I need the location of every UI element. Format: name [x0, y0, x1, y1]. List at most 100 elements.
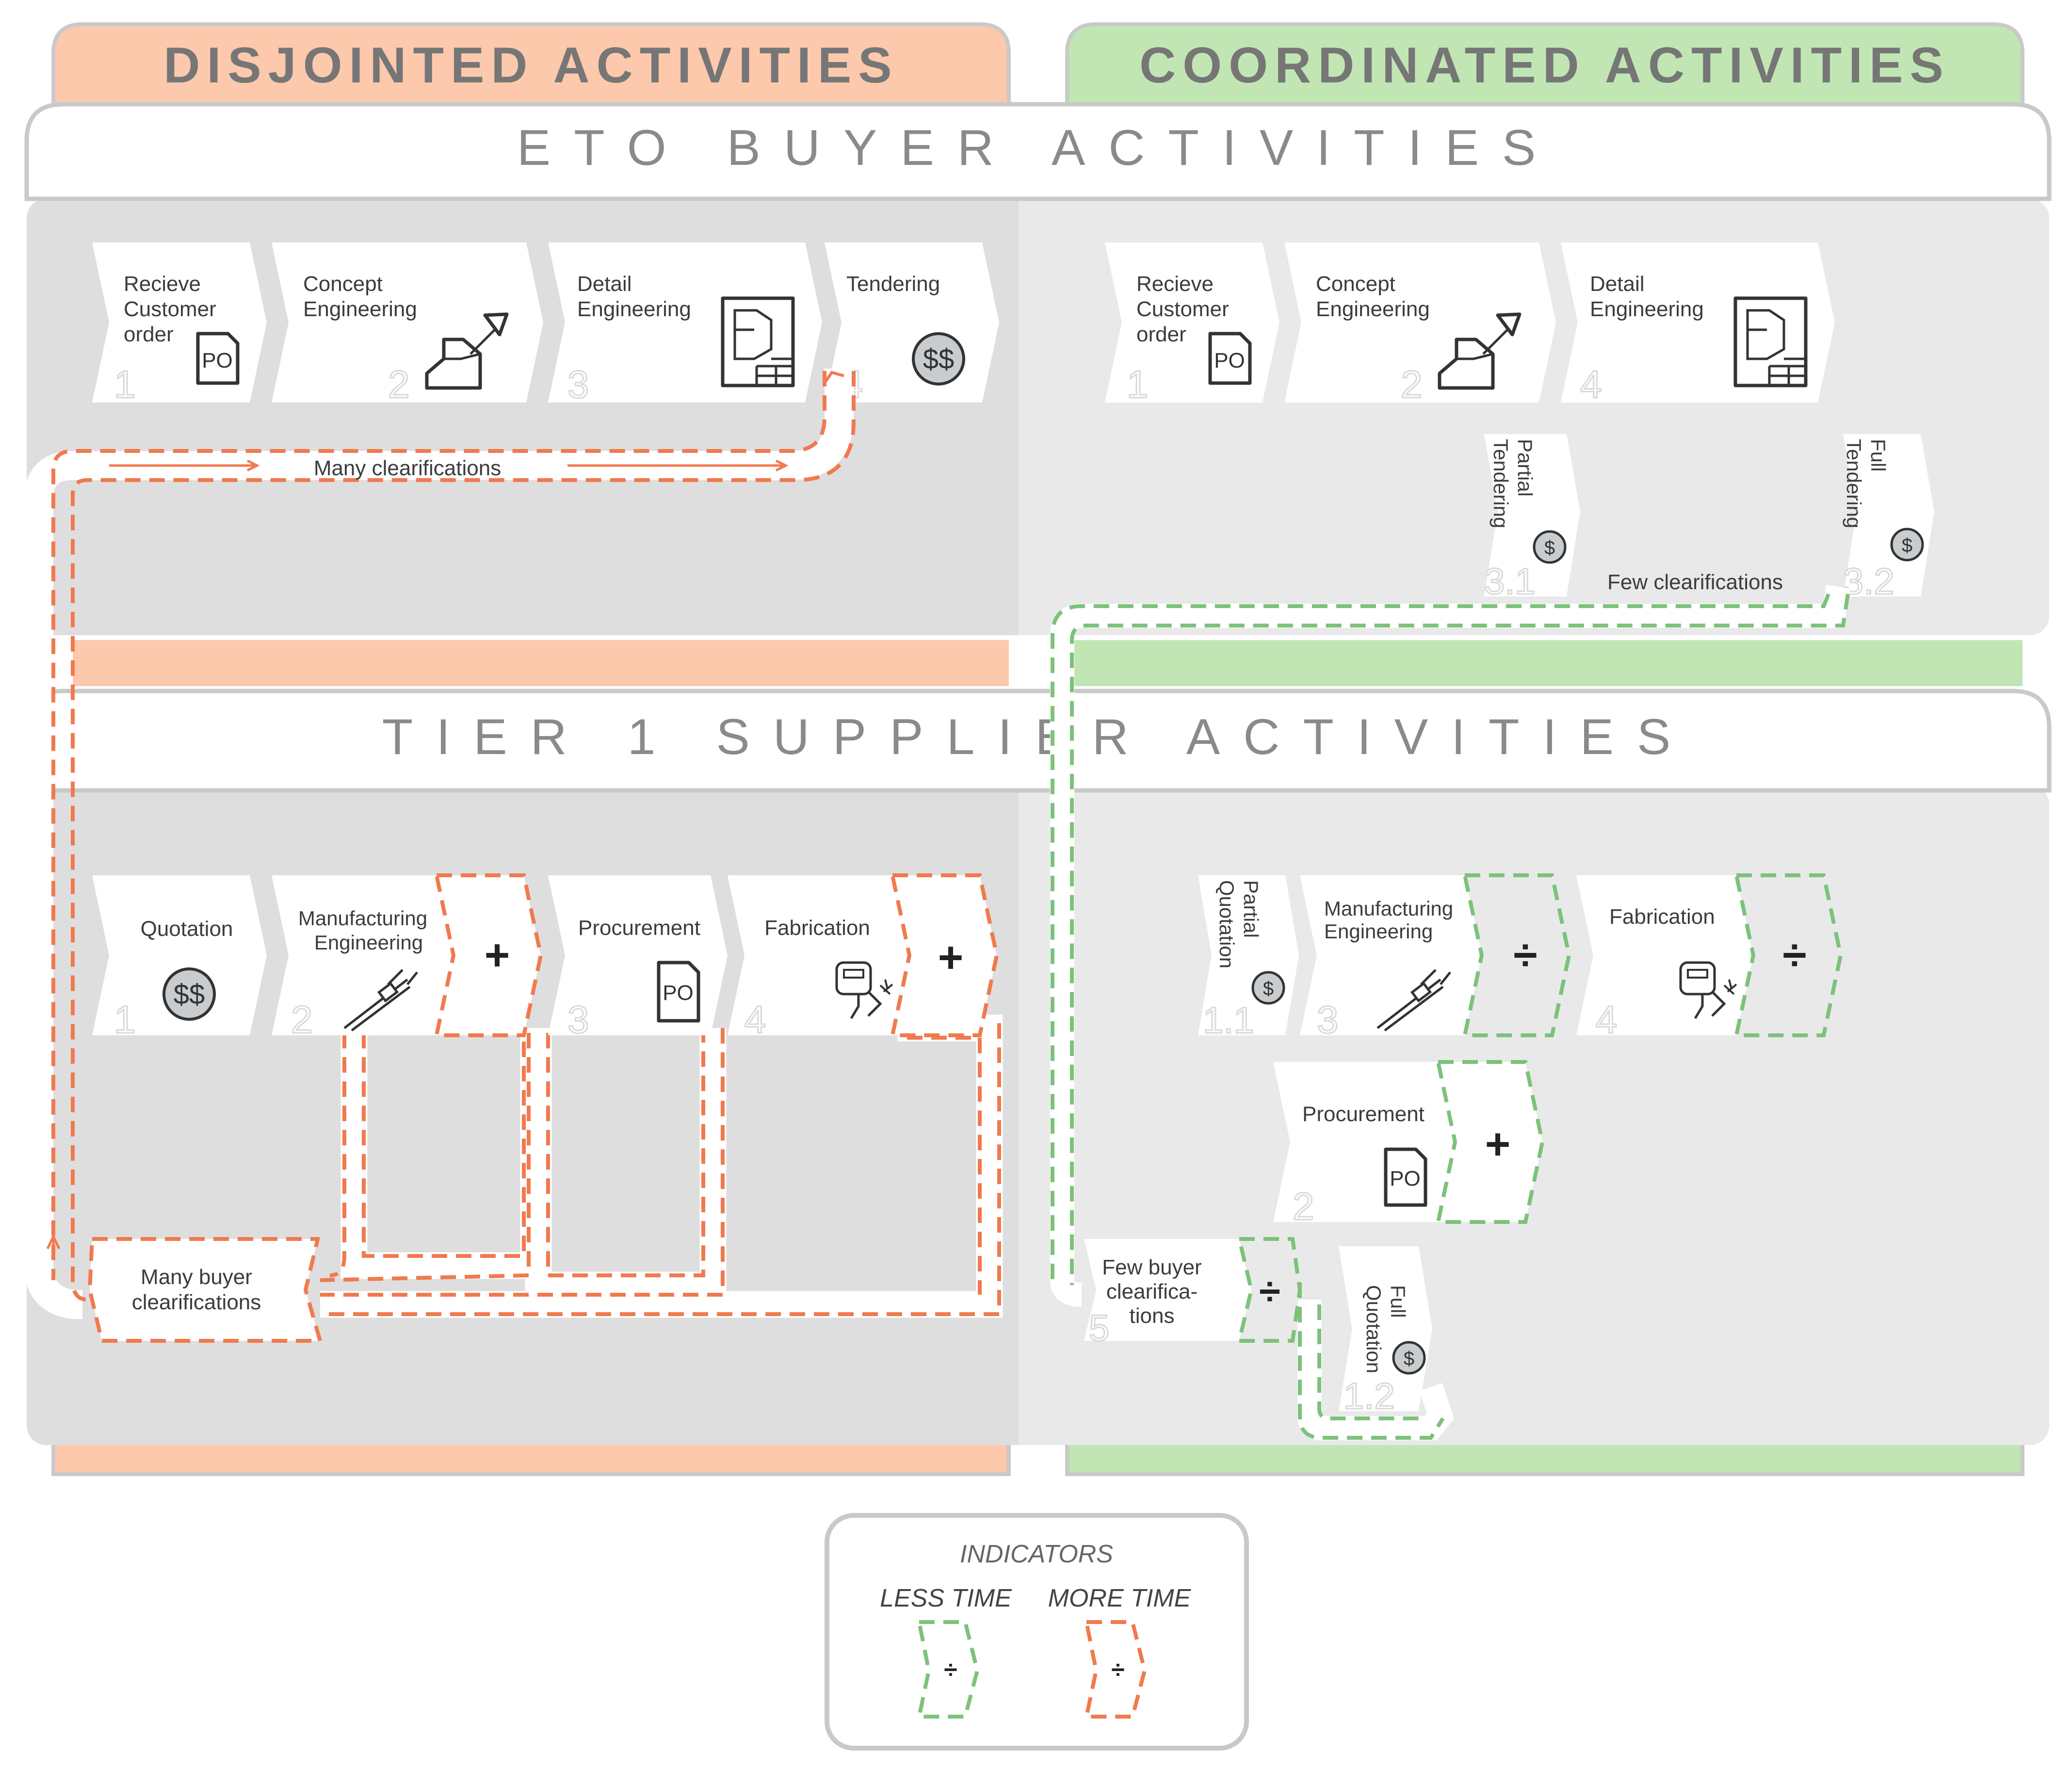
- po-document-icon: PO: [1208, 332, 1252, 385]
- buyer-coordinated-strip: [1067, 640, 2023, 686]
- indicator-more-time: +: [938, 933, 964, 982]
- svg-text:÷: ÷: [944, 1656, 957, 1683]
- dollar-coin-icon: $: [1533, 530, 1567, 564]
- step-number: 2: [1293, 1185, 1314, 1228]
- welding-icon: [835, 961, 893, 1019]
- legend-less-time-label: LESS TIME: [880, 1584, 1012, 1612]
- indicator-less-time: ÷: [1259, 1270, 1280, 1313]
- step-procurement: Procurement PO 2 +: [1273, 1060, 1545, 1229]
- svg-text:PO: PO: [1214, 349, 1245, 372]
- svg-text:PO: PO: [663, 981, 694, 1005]
- step-tendering: Tendering $$ 4: [825, 242, 999, 407]
- step-fabrication: Fabrication 4 ÷: [1576, 873, 1843, 1042]
- step-label: PartialQuotation: [1215, 880, 1263, 968]
- step-number: 1: [1127, 363, 1149, 406]
- indicator-more-time: +: [1485, 1120, 1511, 1169]
- step-label: Procurement: [578, 916, 700, 940]
- step-full-tendering: FullTendering $ 3.2: [1843, 434, 1934, 603]
- svg-text:$: $: [1263, 978, 1274, 999]
- step-label: Quotation: [141, 917, 233, 941]
- step-label: FullTendering: [1843, 439, 1890, 528]
- svg-text:PO: PO: [1390, 1167, 1421, 1190]
- step-number: 4: [1580, 363, 1602, 406]
- indicators-legend: INDICATORS LESS TIME MORE TIME ÷ ÷: [825, 1513, 1249, 1751]
- indicator-less-time: ÷: [1513, 931, 1537, 980]
- step-partial-tendering: PartialTendering $ 3.1: [1484, 434, 1580, 603]
- coordinated-header-title: COORDINATED ACTIVITIES: [1139, 37, 1950, 94]
- legend-title: INDICATORS: [960, 1540, 1113, 1568]
- detail-drawing-icon: [1733, 296, 1808, 387]
- step-label: Fabrication: [764, 916, 870, 940]
- step-label: Procurement: [1302, 1102, 1424, 1126]
- step-number: 4: [1596, 998, 1618, 1041]
- disjointed-header-tab: [51, 22, 1011, 118]
- disjointed-header-title: DISJOINTED ACTIVITIES: [163, 37, 898, 94]
- step-number: 2: [1401, 363, 1423, 406]
- dollar-coin-icon: $: [1392, 1341, 1426, 1375]
- step-number: 1: [114, 363, 136, 406]
- svg-text:$: $: [1404, 1348, 1414, 1369]
- step-quotation: Quotation $$ 1: [92, 875, 267, 1042]
- disjointed-buyer-clarification-loop: Many clearifications: [24, 369, 856, 1319]
- buyer-section-title: ETO BUYER ACTIVITIES: [517, 120, 1559, 176]
- welding-icon: [1679, 961, 1737, 1019]
- svg-text:$: $: [1544, 537, 1555, 559]
- step-partial-quotation: PartialQuotation $ 1.1: [1198, 875, 1299, 1042]
- buyer-section-banner: [24, 102, 2052, 201]
- caliper-icon: [1376, 969, 1451, 1031]
- step-fabrication: Fabrication 4 +: [728, 873, 999, 1042]
- indicator-less-time: ÷: [1782, 931, 1806, 980]
- po-document-icon: PO: [196, 332, 240, 385]
- dollar-coin-icon: $: [1890, 528, 1924, 562]
- indicator-more-time: +: [485, 931, 510, 980]
- svg-text:$: $: [1902, 535, 1912, 556]
- coordinated-clarification-loop: [1050, 584, 1850, 1440]
- step-label: PartialTendering: [1489, 439, 1537, 528]
- step-number: 2: [388, 363, 410, 406]
- caliper-icon: [343, 969, 418, 1031]
- step-number: 1.2: [1344, 1376, 1395, 1417]
- step-full-quotation: FullQuotation $ 1.2: [1339, 1246, 1432, 1418]
- step-label: Fabrication: [1609, 905, 1715, 929]
- flow-label-many-clearifications: Many clearifications: [314, 456, 501, 480]
- concept-engineering-icon: [1438, 312, 1522, 390]
- step-number: 3.2: [1843, 561, 1894, 602]
- coordinated-header-tab: [1065, 22, 2024, 118]
- po-document-icon: PO: [1384, 1147, 1427, 1207]
- supplier-section-title: TIER 1 SUPPLIER ACTIVITIES: [382, 709, 1694, 765]
- step-number: 3: [567, 998, 589, 1041]
- svg-text:$$: $$: [174, 979, 205, 1010]
- svg-text:÷: ÷: [1111, 1656, 1124, 1683]
- svg-text:$$: $$: [923, 343, 955, 375]
- step-number: 1: [114, 998, 136, 1041]
- buyer-disjointed-strip: [73, 640, 1009, 686]
- step-number: 3: [1317, 998, 1339, 1041]
- step-label: Tendering: [846, 272, 940, 296]
- step-number: 5: [1089, 1308, 1109, 1349]
- po-document-icon: PO: [657, 961, 700, 1023]
- dollar-coin-icon: $$: [912, 332, 965, 386]
- dollar-coin-icon: $$: [162, 967, 216, 1021]
